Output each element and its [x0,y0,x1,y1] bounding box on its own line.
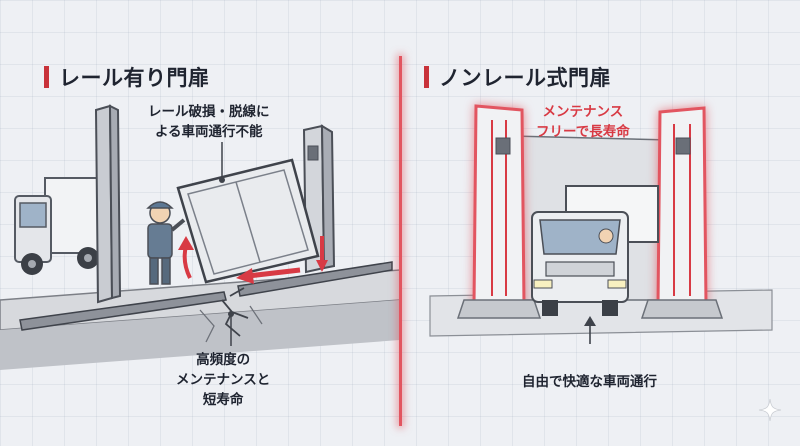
right-heading: ノンレール式門扉 [424,62,611,92]
left-callout-bottom-line3: 短寿命 [202,392,244,408]
panel-divider [399,56,402,426]
left-callout-top: レール破損・脱線に よる車両通行不能 [148,102,270,142]
red-motion-arrows [178,236,328,284]
left-gate-pillar [94,104,122,304]
derailed-gate-panel [176,158,320,284]
left-illustration [0,104,400,370]
right-heading-bar [424,66,429,88]
left-ground-front [0,300,400,370]
right-panel: ノンレール式門扉 [402,0,800,446]
left-callout-bottom-line2: メンテナンスと [176,372,271,388]
right-illustration [429,104,773,344]
callout-top-dot [219,177,225,183]
left-truck [14,177,106,275]
left-callout-top-line2: よる車両通行不能 [154,124,263,140]
left-callout-bottom: 高頻度の メンテナンスと 短寿命 [176,350,270,410]
right-left-pillar [456,104,542,319]
right-callout-top-line2: フリーで長寿命 [536,124,630,140]
right-heading-text: ノンレール式門扉 [439,66,611,90]
left-heading-text: レール有り門扉 [59,66,210,90]
left-callout-top-line1: レール破損・脱線に [148,104,270,120]
right-callout-bottom: 自由で快適な車両通行 [522,372,657,392]
right-callout-bottom-text: 自由で快適な車両通行 [522,374,657,390]
left-panel: レール有り門扉 [0,62,400,410]
right-callout-arrow-head [584,316,596,326]
sparkle-icon [758,398,782,422]
broken-rail [19,261,393,343]
right-callout-top-line1: メンテナンス [542,104,624,120]
left-heading-bar [44,66,49,88]
right-callout-top: メンテナンス フリーで長寿命 [536,102,630,142]
left-heading: レール有り門扉 [44,62,210,92]
right-truck [531,185,659,316]
callout-bottom-dot [228,311,234,317]
left-callout-bottom-line1: 高頻度の [196,352,251,368]
worker-figure [146,201,186,285]
